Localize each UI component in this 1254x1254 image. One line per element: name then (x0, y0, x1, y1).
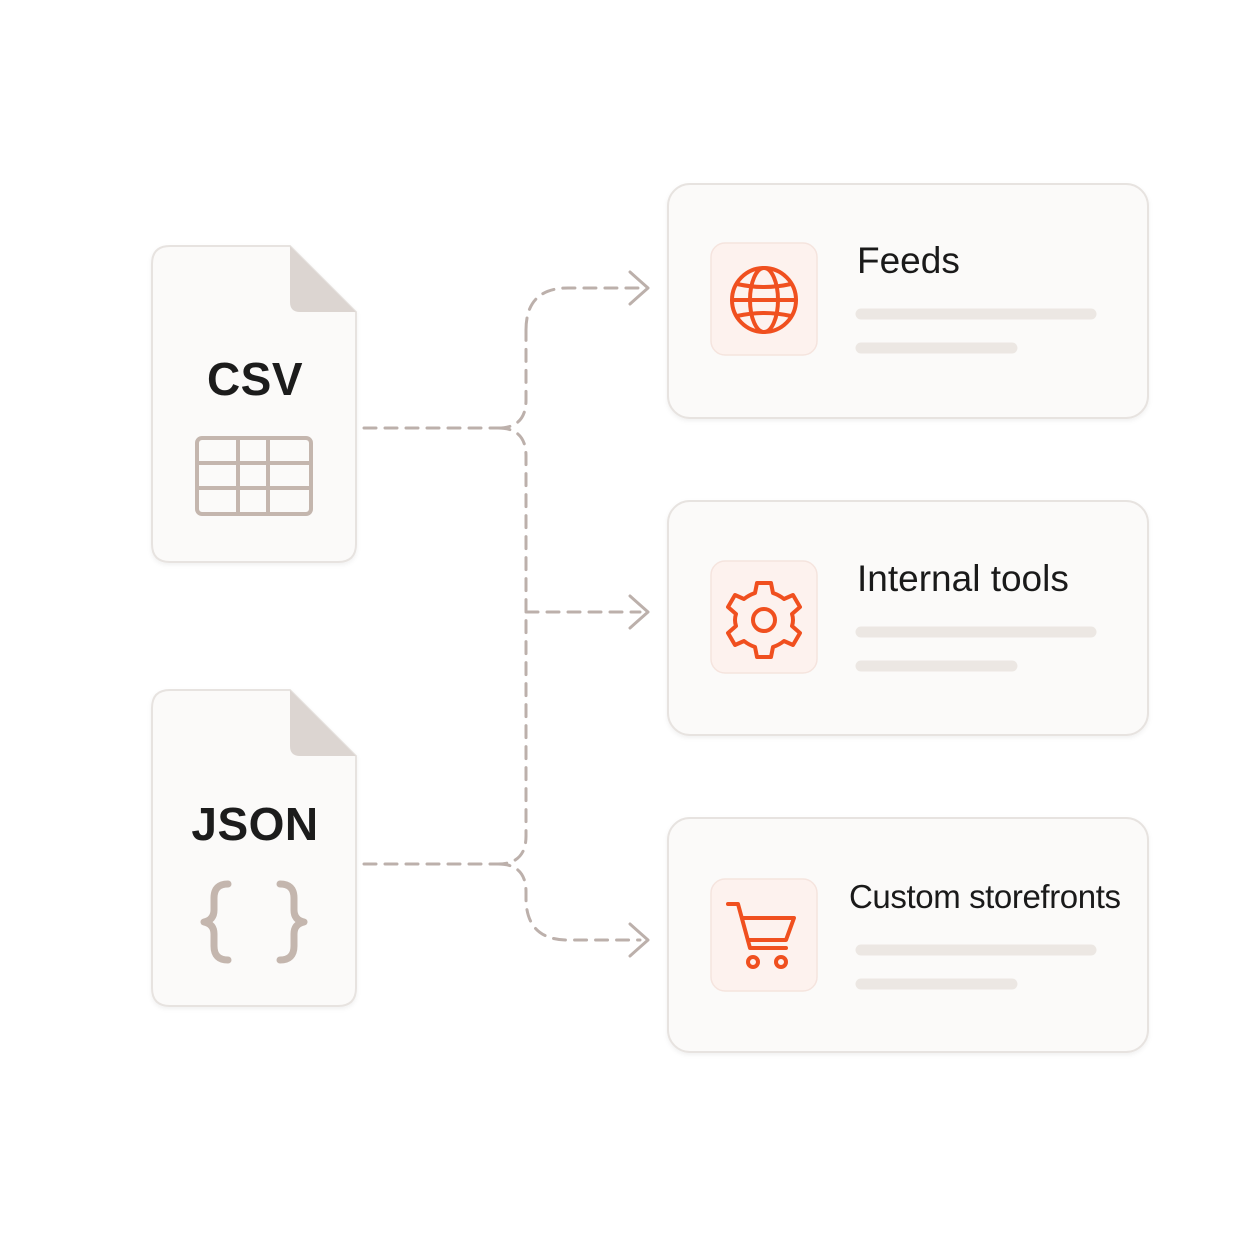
table-grid-icon (195, 436, 313, 516)
internal-tools-title: Internal tools (857, 558, 1069, 599)
curly-braces-icon (200, 880, 308, 964)
arrowhead-internal-tools (628, 594, 650, 630)
shopping-cart-icon (726, 902, 796, 969)
arrowheads (628, 270, 650, 958)
json-file (151, 689, 357, 1007)
gear-icon (726, 581, 802, 659)
card-custom-storefronts (667, 817, 1149, 1053)
placeholder-lines (855, 308, 1097, 990)
file-fold (290, 246, 356, 312)
card-internal-tools (667, 500, 1149, 736)
custom-storefronts-title: Custom storefronts (849, 878, 1121, 915)
feeds-title: Feeds (857, 240, 960, 281)
csv-label: CSV (206, 353, 304, 405)
card-feeds (667, 183, 1149, 419)
csv-file (151, 245, 357, 563)
globe-icon (730, 266, 798, 334)
trunk-line (496, 286, 642, 942)
arrowhead-storefronts (628, 922, 650, 958)
json-label: JSON (191, 798, 319, 850)
connectors (362, 286, 642, 942)
file-fold (290, 690, 356, 756)
arrowhead-feeds (628, 270, 650, 306)
